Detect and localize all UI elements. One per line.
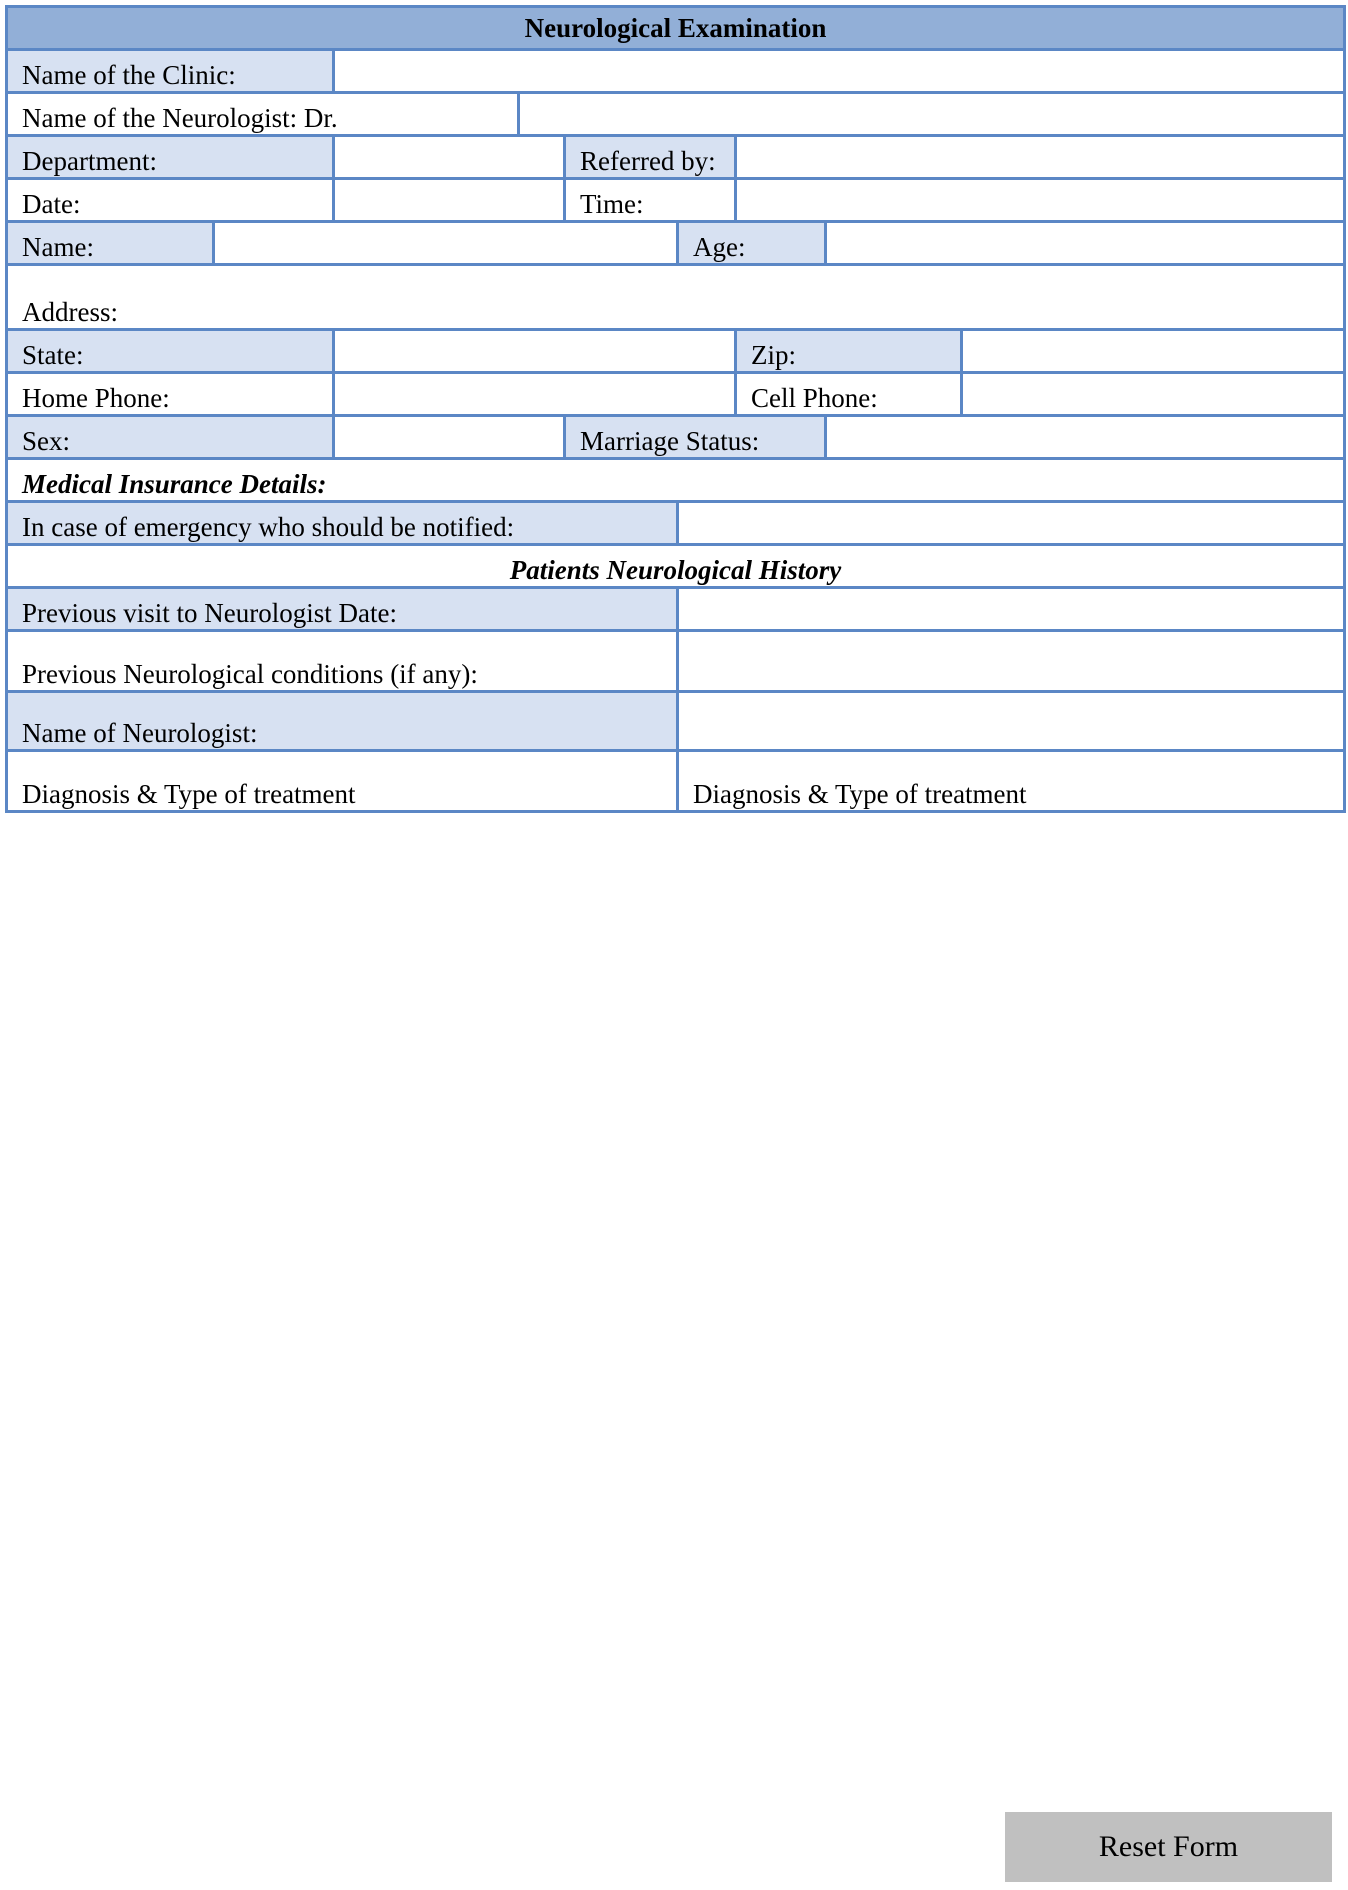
title-row: Neurological Examination	[4, 5, 1347, 51]
sex-input[interactable]	[332, 414, 566, 460]
department-label: Department:	[5, 134, 335, 180]
patient-name-label: Name:	[5, 220, 215, 266]
home-phone-label: Home Phone:	[5, 371, 335, 417]
diagnosis-left-label[interactable]: Diagnosis & Type of treatment	[5, 749, 679, 813]
time-label: Time:	[563, 177, 737, 223]
row-insurance-section: Medical Insurance Details:	[4, 457, 1347, 503]
row-name-age: Name: Age:	[5, 220, 1347, 266]
zip-label: Zip:	[734, 328, 963, 374]
referred-by-label: Referred by:	[563, 134, 737, 180]
previous-visit-label: Previous visit to Neurologist Date:	[5, 586, 679, 632]
neurologist-input[interactable]	[516, 91, 1347, 137]
address-label[interactable]: Address:	[4, 263, 1347, 331]
row-department: Department: Referred by:	[5, 134, 1347, 180]
neurologist-label: Name of the Neurologist: Dr.	[5, 91, 520, 137]
reset-form-button[interactable]: Reset Form	[1005, 1812, 1332, 1882]
row-phones: Home Phone: Cell Phone:	[5, 371, 1347, 417]
department-input[interactable]	[332, 134, 566, 180]
previous-conditions-input[interactable]	[675, 629, 1347, 693]
row-emergency: In case of emergency who should be notif…	[5, 500, 1347, 546]
state-label: State:	[5, 328, 335, 374]
emergency-contact-label: In case of emergency who should be notif…	[5, 500, 679, 546]
name-of-neurologist-input[interactable]	[675, 690, 1347, 752]
marriage-status-label: Marriage Status:	[563, 414, 827, 460]
row-neurologist: Name of the Neurologist: Dr.	[5, 91, 1347, 137]
history-section-heading: Patients Neurological History	[4, 543, 1347, 589]
form-actions: Reset Form	[0, 1812, 1348, 1886]
page-title: Neurological Examination	[4, 5, 1347, 51]
marriage-status-input[interactable]	[823, 414, 1347, 460]
sex-label: Sex:	[5, 414, 335, 460]
home-phone-input[interactable]	[332, 371, 737, 417]
zip-input[interactable]	[959, 328, 1347, 374]
date-label: Date:	[5, 177, 335, 223]
row-address: Address:	[4, 263, 1347, 331]
cell-phone-input[interactable]	[959, 371, 1347, 417]
row-history-section: Patients Neurological History	[4, 543, 1347, 589]
diagnosis-right-label[interactable]: Diagnosis & Type of treatment	[675, 749, 1347, 813]
row-previous-conditions: Previous Neurological conditions (if any…	[5, 629, 1347, 693]
referred-by-input[interactable]	[733, 134, 1347, 180]
row-name-of-neurologist: Name of Neurologist:	[5, 690, 1347, 752]
row-diagnosis: Diagnosis & Type of treatment Diagnosis …	[5, 749, 1347, 813]
row-state-zip: State: Zip:	[5, 328, 1347, 374]
row-sex-marriage: Sex: Marriage Status:	[5, 414, 1347, 460]
clinic-label: Name of the Clinic:	[5, 48, 335, 94]
previous-visit-input[interactable]	[675, 586, 1347, 632]
patient-name-input[interactable]	[212, 220, 679, 266]
insurance-section-heading: Medical Insurance Details:	[4, 457, 1347, 503]
row-previous-visit: Previous visit to Neurologist Date:	[5, 586, 1347, 632]
cell-phone-label: Cell Phone:	[734, 371, 963, 417]
row-clinic: Name of the Clinic:	[5, 48, 1347, 94]
name-of-neurologist-label: Name of Neurologist:	[5, 690, 679, 752]
clinic-input[interactable]	[331, 48, 1347, 94]
row-date-time: Date: Time:	[5, 177, 1347, 223]
emergency-contact-input[interactable]	[675, 500, 1347, 546]
age-label: Age:	[676, 220, 827, 266]
time-input[interactable]	[733, 177, 1347, 223]
form-table: Neurological Examination Name of the Cli…	[4, 5, 1347, 813]
previous-conditions-label: Previous Neurological conditions (if any…	[5, 629, 679, 693]
state-input[interactable]	[332, 328, 737, 374]
age-input[interactable]	[823, 220, 1347, 266]
date-input[interactable]	[332, 177, 566, 223]
